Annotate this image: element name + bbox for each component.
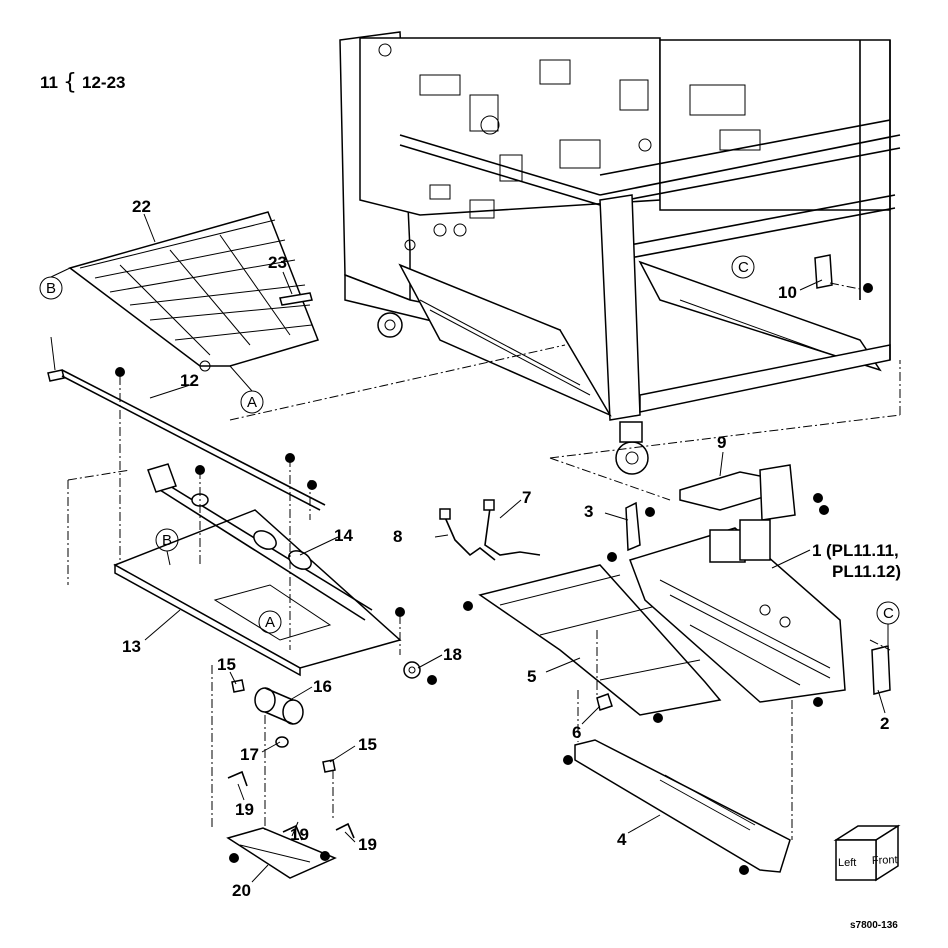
- part-2-bracket: [871, 645, 891, 695]
- orientation-front-label: Front: [872, 854, 898, 867]
- part-7-harness: [483, 499, 541, 556]
- part-5-frame: [478, 564, 722, 716]
- group-number: 11: [40, 73, 58, 92]
- brace-icon: {: [63, 70, 77, 95]
- svg-text:C: C: [883, 605, 894, 622]
- phantom-lines: [67, 282, 901, 840]
- svg-text:A: A: [265, 614, 275, 631]
- callout-14: 14: [334, 526, 353, 545]
- orientation-box: Left Front: [833, 824, 901, 882]
- callout-15-left: 15: [217, 655, 236, 674]
- part-9-bracket: [679, 464, 796, 521]
- svg-text:A: A: [247, 394, 257, 411]
- part-1-transport-assembly: [629, 519, 846, 703]
- callout-13: 13: [122, 637, 141, 656]
- callout-9: 9: [717, 433, 726, 452]
- callout-21: 22: [132, 197, 151, 216]
- ref-marker-a-top: A: [229, 365, 264, 414]
- part-22-label: [279, 292, 313, 306]
- ref-marker-a-tray: A: [258, 610, 282, 634]
- part-4-cover: [574, 739, 791, 873]
- leader-lines: [50, 213, 886, 883]
- part-18-gear: [403, 661, 421, 679]
- callout-1-suffix-line2: PL11.12): [832, 562, 901, 581]
- callout-3: 3: [584, 502, 593, 521]
- callout-22: 23: [268, 253, 287, 272]
- part-8-harness: [439, 508, 496, 561]
- callout-12: 12: [180, 371, 199, 390]
- callout-4: 4: [617, 830, 627, 849]
- part-12-shaft: [61, 369, 326, 511]
- figure-id: s7800-136: [850, 920, 898, 931]
- callout-10: 10: [778, 283, 797, 302]
- part-23-clip: [47, 369, 65, 382]
- ref-marker-c-frame: C: [731, 255, 755, 279]
- callout-5: 5: [527, 667, 536, 686]
- callout-15-right: 15: [358, 735, 377, 754]
- callout-19-right: 19: [358, 835, 377, 854]
- callout-18: 18: [443, 645, 462, 664]
- machine-frame: [339, 31, 901, 475]
- callout-16: 16: [313, 677, 332, 696]
- svg-text:B: B: [46, 280, 56, 297]
- part-17-bushing: [275, 736, 289, 748]
- part-3-plate: [625, 501, 641, 552]
- screw-markers: [115, 283, 873, 875]
- orientation-left-label: Left: [838, 857, 856, 869]
- callout-8: 8: [393, 527, 402, 546]
- part-20-guide: [226, 827, 337, 879]
- ref-marker-b-tray: B: [155, 528, 179, 566]
- part-16-roller: [254, 687, 304, 725]
- callout-19-middle: 19: [290, 825, 309, 844]
- part-21-guide: [68, 211, 319, 372]
- group-range: 12-23: [82, 73, 125, 92]
- callout-6: 6: [572, 723, 581, 742]
- callout-17: 17: [240, 745, 259, 764]
- ref-marker-b-top: B: [39, 267, 71, 300]
- callout-labels: 11 { 12-23 22 23 12 14 13 18 15 16 17 15…: [40, 70, 901, 900]
- ref-marker-c-right: C: [876, 601, 900, 645]
- callout-1: 1: [812, 541, 821, 560]
- callout-2: 2: [880, 714, 889, 733]
- svg-text:C: C: [738, 259, 749, 276]
- callout-19-left: 19: [235, 800, 254, 819]
- svg-text:B: B: [162, 532, 172, 549]
- callout-20: 20: [232, 881, 251, 900]
- part-6-sensor: [596, 693, 613, 711]
- part-14-roller-shaft: [147, 463, 373, 621]
- callout-1-suffix-line1: (PL11.11,: [826, 541, 899, 560]
- callout-7: 7: [522, 488, 531, 507]
